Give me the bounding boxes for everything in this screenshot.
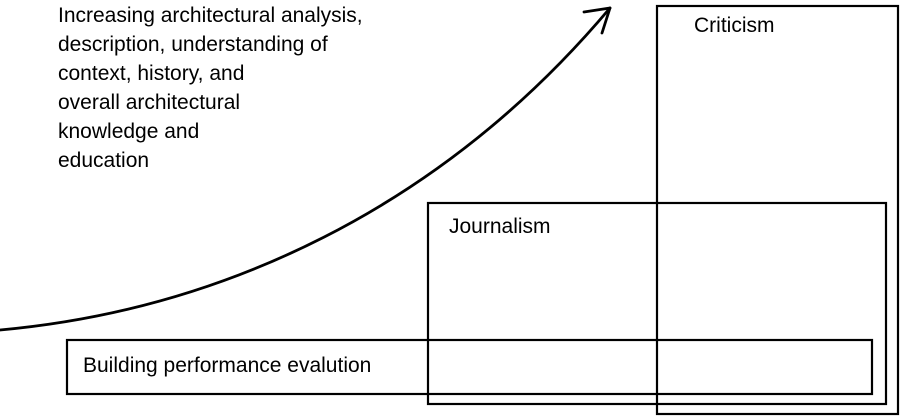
building-performance-box — [65, 338, 874, 396]
curve-caption-line: description, understanding of — [58, 33, 328, 56]
curve-caption-line: context, history, and — [58, 62, 244, 85]
journalism-box — [426, 201, 888, 406]
curve-caption-line: education — [58, 149, 149, 172]
arrow-head-icon — [582, 6, 612, 35]
criticism-box — [655, 4, 900, 416]
journalism-label: Journalism — [449, 215, 551, 238]
building-performance-label: Building performance evalution — [83, 354, 371, 377]
curve-caption-line: knowledge and — [58, 120, 199, 143]
curve-caption-line: Increasing architectural analysis, — [58, 4, 363, 27]
increasing-knowledge-arrow — [0, 6, 612, 332]
criticism-label: Criticism — [694, 14, 774, 37]
curve-caption-line: overall architectural — [58, 91, 240, 114]
